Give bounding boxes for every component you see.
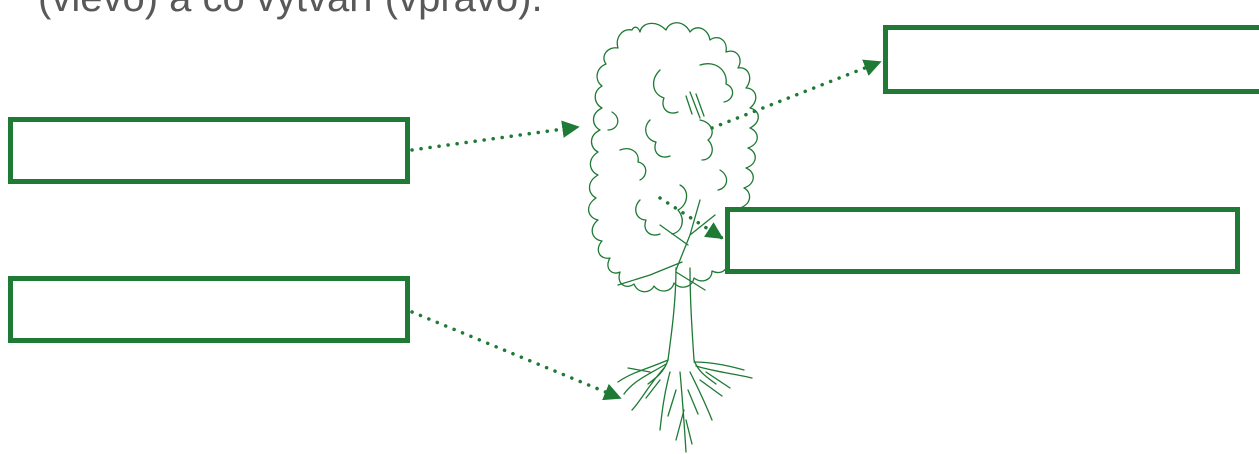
dotted-arrow-icon: [410, 120, 580, 152]
dotted-arrow-icon: [658, 196, 724, 240]
answer-box-right-middle[interactable]: [725, 207, 1240, 274]
connector-arrows: [410, 59, 882, 401]
page-heading: (vlevo) a co vytváří (vpravo).: [38, 0, 543, 22]
answer-box-right-top[interactable]: [883, 25, 1259, 94]
answer-box-left-bottom[interactable]: [8, 276, 410, 343]
dotted-arrow-icon: [710, 59, 882, 130]
tree-icon: [588, 22, 759, 453]
answer-box-left-top[interactable]: [8, 117, 410, 184]
dotted-arrow-icon: [410, 310, 622, 401]
